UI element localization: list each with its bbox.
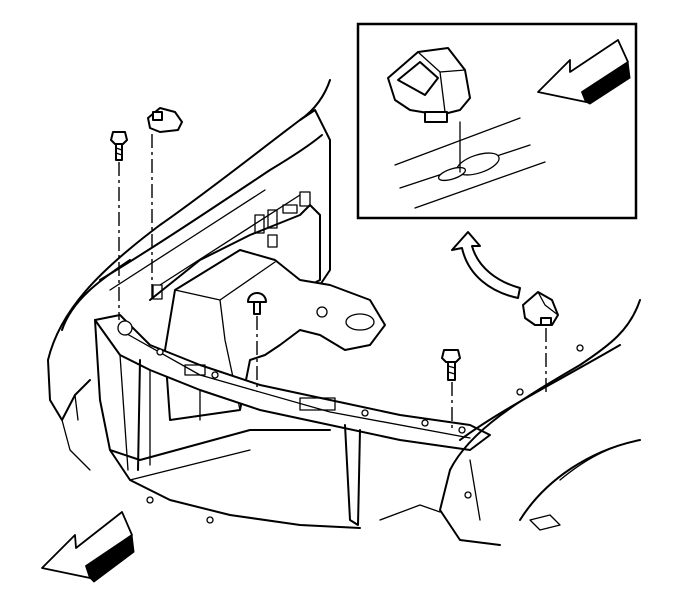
right-bolt <box>441 349 461 428</box>
detail-inset <box>356 22 638 220</box>
retainer-clip-detail <box>387 47 471 173</box>
forward-arrow-icon <box>537 39 631 105</box>
radiator-support-tie-bar <box>94 314 491 451</box>
left-fender <box>47 79 331 471</box>
left-retainer-clip <box>147 107 183 300</box>
forward-arrow-icon <box>41 511 135 583</box>
right-fender <box>379 299 641 546</box>
center-push-pin <box>247 292 267 392</box>
curved-arrow-icon <box>451 231 521 299</box>
lower-frame <box>94 319 361 529</box>
inner-fender-panel <box>149 191 321 301</box>
right-retainer-clip <box>522 291 559 395</box>
left-bolt <box>110 131 128 320</box>
